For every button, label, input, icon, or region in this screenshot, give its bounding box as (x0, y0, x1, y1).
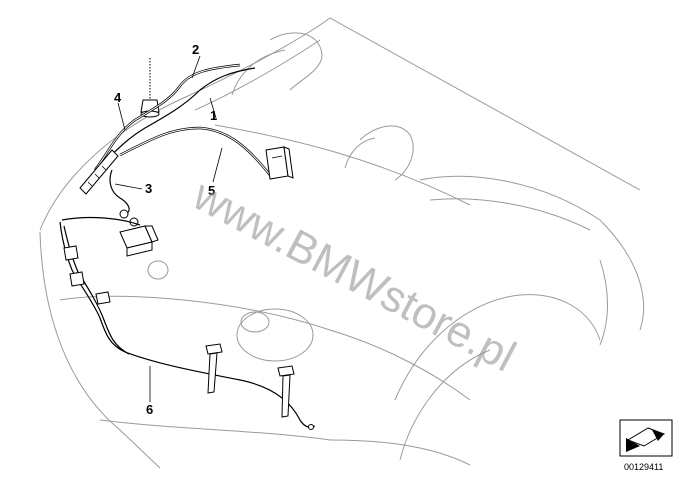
callout-6: 6 (146, 402, 153, 417)
connector-strip (79, 149, 119, 195)
bumper-harness (59, 216, 316, 430)
car-body-outline (39, 17, 645, 469)
diagram-id: 00129411 (624, 462, 663, 472)
cable-3 (109, 169, 139, 227)
leader-lines (114, 55, 223, 402)
amplifier-box (119, 225, 159, 257)
windshield-harness (94, 63, 271, 176)
callout-4: 4 (114, 90, 122, 105)
control-module (265, 146, 294, 180)
callout-1: 1 (210, 108, 217, 123)
callout-labels: 2 1 4 3 5 6 (114, 42, 217, 417)
callout-2: 2 (192, 42, 199, 57)
view-direction-arrow-icon (619, 419, 673, 457)
callout-3: 3 (145, 181, 152, 196)
callout-5: 5 (208, 183, 215, 198)
watermark-text: www.BMWstore.pl (184, 170, 523, 381)
